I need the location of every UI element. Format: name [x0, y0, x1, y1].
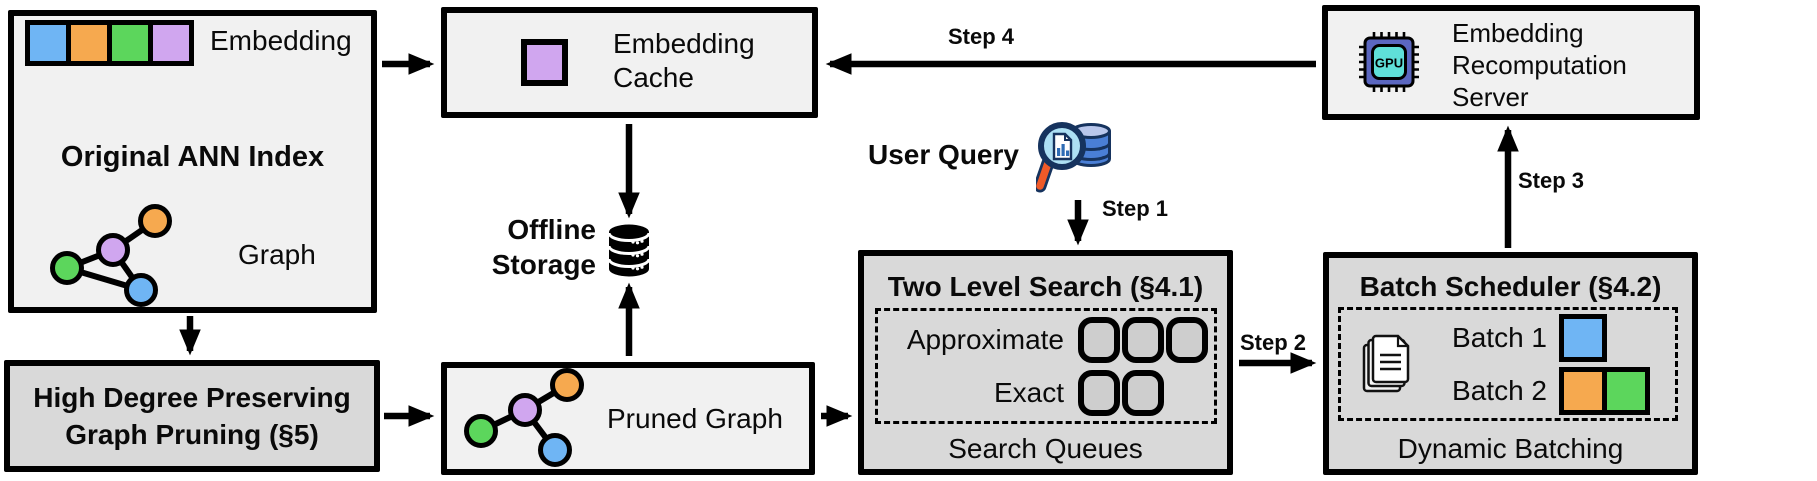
batch-cell	[1607, 371, 1645, 410]
offline-storage-label: Offline Storage	[491, 214, 596, 280]
cached-embedding-icon	[521, 39, 568, 86]
graph-pruning-box: High Degree Preserving Graph Pruning (§5…	[4, 360, 380, 472]
graph-label: Graph	[238, 239, 316, 270]
embedding-cell	[153, 25, 189, 61]
queue-slot	[1078, 316, 1120, 363]
graph-node	[508, 393, 542, 427]
batch-1-cells	[1559, 313, 1607, 362]
document-chart-glyph	[1052, 132, 1073, 161]
two-level-search-box: Two Level Search (§4.1) Approximate Exac…	[858, 250, 1233, 475]
exact-queues	[1078, 369, 1164, 416]
query-search-icon	[1036, 122, 1111, 193]
documents-icon	[1341, 331, 1435, 397]
graph-node	[96, 233, 130, 267]
graph-node	[538, 433, 572, 467]
approximate-queues	[1078, 316, 1208, 363]
step-1-label: Step 1	[1102, 196, 1169, 221]
two-level-search-title: Two Level Search (§4.1)	[887, 271, 1204, 302]
graph-pruning-label: High Degree Preserving Graph Pruning (§5…	[33, 382, 351, 450]
embedding-cache-label: Embedding Cache	[613, 28, 755, 93]
step-2-label: Step 2	[1240, 330, 1307, 355]
search-queues-panel: Approximate Exact	[875, 308, 1217, 424]
batch-scheduler-title: Batch Scheduler (§4.2)	[1359, 271, 1662, 302]
pruned-graph-label: Pruned Graph	[607, 403, 783, 434]
batch-rows: Batch 1 Batch 2	[1435, 313, 1650, 415]
graph-node	[550, 368, 584, 402]
dynamic-batching-panel: Batch 1 Batch 2	[1338, 307, 1678, 421]
batch-cell	[1564, 318, 1602, 357]
queue-slot	[1122, 369, 1164, 416]
user-query-label: User Query	[868, 139, 1019, 170]
batch-1-label: Batch 1	[1452, 321, 1547, 353]
queue-slot	[1122, 316, 1164, 363]
gpu-chip-text: GPU	[1375, 56, 1403, 71]
approximate-label: Approximate	[906, 323, 1064, 355]
gpu-icon: GPU	[1359, 32, 1419, 92]
step-3-label: Step 3	[1518, 168, 1585, 193]
pruned-graph-box: Pruned Graph	[441, 362, 815, 475]
exact-label: Exact	[993, 376, 1064, 408]
original-ann-index-title: Original ANN Index	[60, 141, 325, 173]
embedding-label: Embedding	[210, 25, 352, 56]
batch-1-row: Batch 1	[1435, 313, 1650, 362]
graph-node	[464, 414, 498, 448]
original-ann-index-box: Embedding Original ANN Index Graph	[8, 10, 377, 313]
batch-2-label: Batch 2	[1452, 374, 1547, 406]
embedding-cell	[30, 25, 66, 61]
queue-slot	[1078, 369, 1120, 416]
batch-cell	[1564, 371, 1602, 410]
approximate-row: Approximate	[878, 313, 1214, 366]
exact-row: Exact	[878, 366, 1214, 419]
embedding-vector-icon	[25, 20, 194, 66]
graph-icon	[50, 204, 172, 307]
graph-node	[50, 251, 84, 285]
database-icon	[607, 224, 651, 277]
batch-scheduler-box: Batch Scheduler (§4.2) Batch 1	[1323, 252, 1698, 475]
step-4-label: Step 4	[948, 24, 1015, 49]
dynamic-batching-caption: Dynamic Batching	[1397, 433, 1624, 464]
recomputation-server-label: Embedding Recomputation Server	[1452, 18, 1627, 112]
queue-slot	[1166, 316, 1208, 363]
embedding-cell	[71, 25, 107, 61]
graph-node	[138, 204, 172, 238]
graph-node	[124, 273, 158, 307]
batch-2-row: Batch 2	[1435, 366, 1650, 415]
embedding-cache-box: Embedding Cache	[441, 7, 818, 118]
pruned-graph-icon	[464, 368, 584, 467]
batch-2-cells	[1559, 366, 1650, 415]
embedding-cell	[112, 25, 148, 61]
search-queues-caption: Search Queues	[948, 433, 1143, 464]
recomputation-server-box: GPU Embedding Recomputation Server	[1322, 5, 1700, 120]
